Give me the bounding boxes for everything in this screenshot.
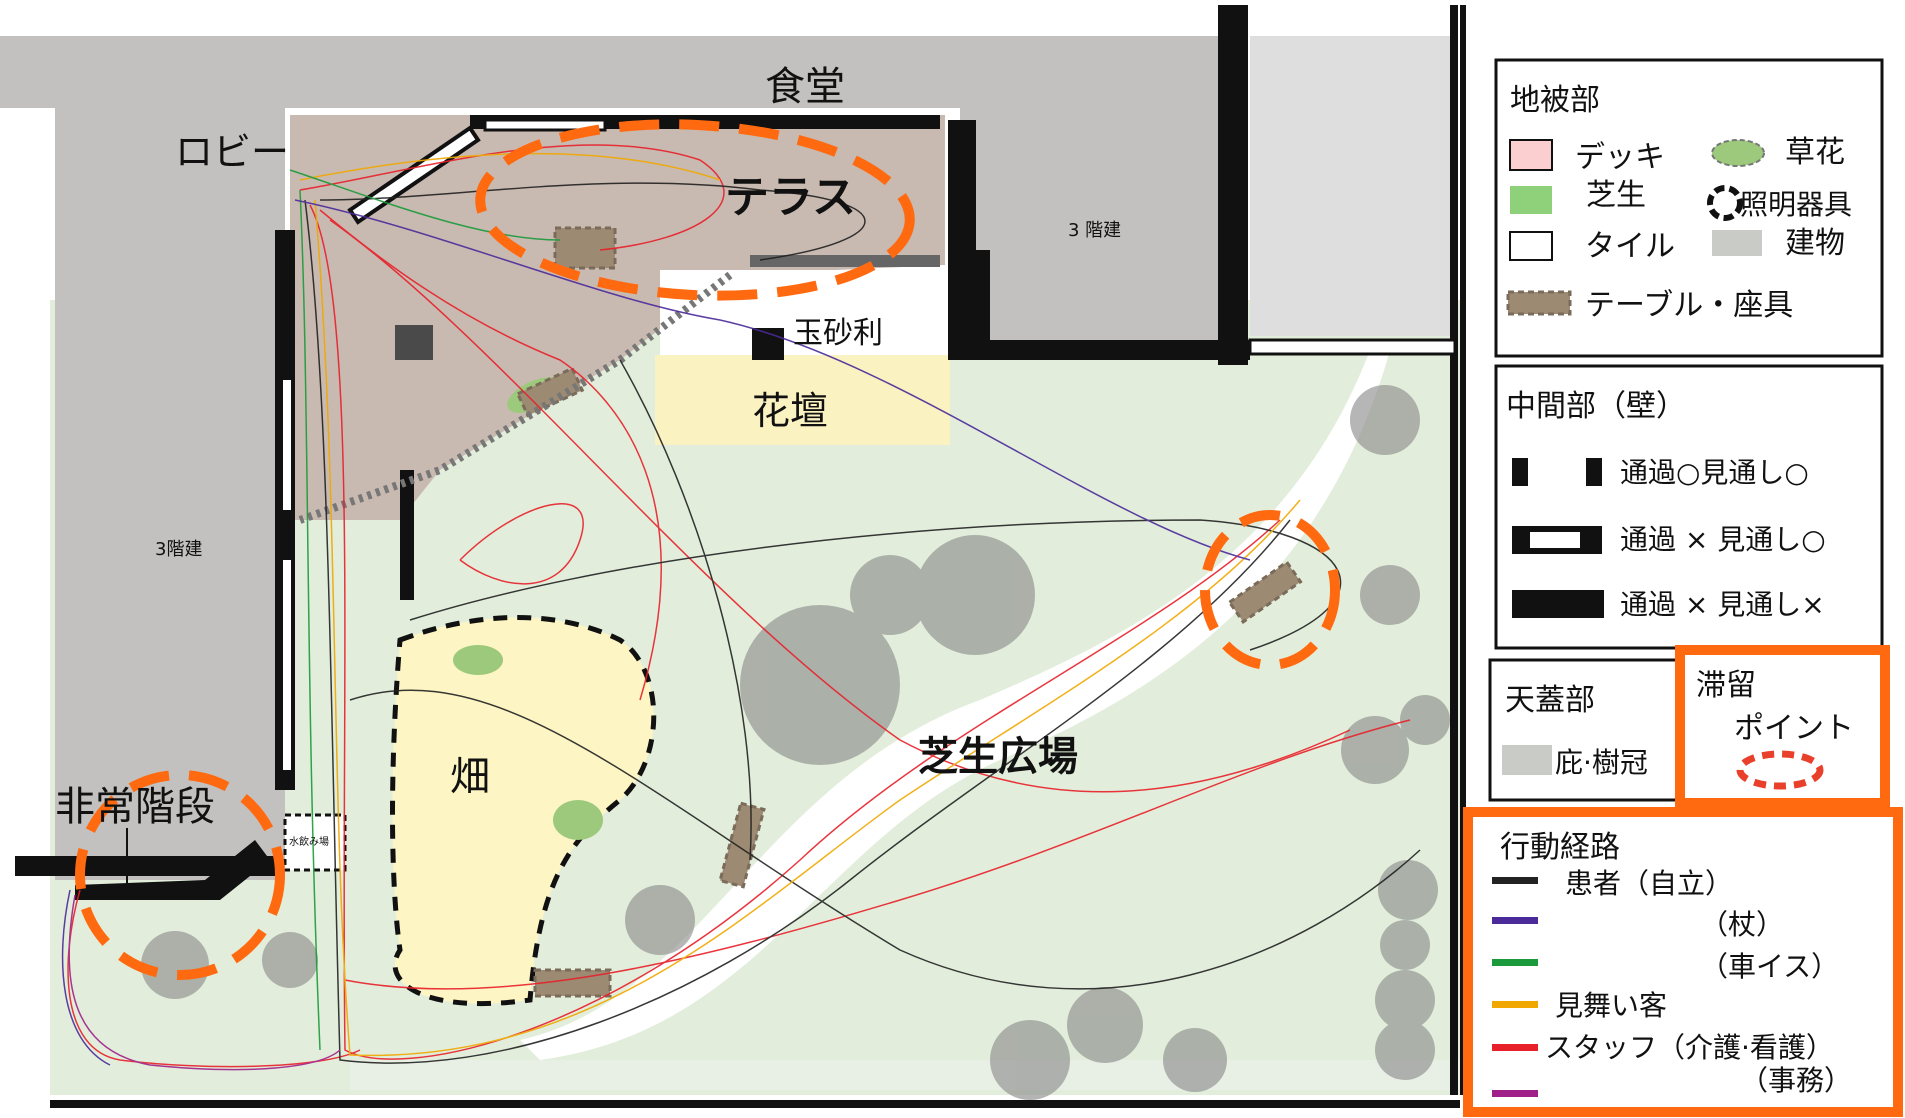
building-swatch bbox=[1712, 230, 1762, 256]
legend-lighting: 照明器具 bbox=[1740, 188, 1852, 221]
label-water-fountain: 水飲み場 bbox=[289, 835, 329, 848]
stay-point-lawn bbox=[1200, 510, 1340, 670]
legend-stay: 滞留 ポイント bbox=[1675, 645, 1890, 808]
deck-swatch bbox=[1509, 139, 1553, 171]
stay-point-swatch bbox=[1736, 750, 1824, 790]
tree-canopies bbox=[141, 385, 1450, 1100]
label-lobby: ロビー bbox=[175, 130, 289, 174]
route-label-4: スタッフ（介護·看護） bbox=[1545, 1031, 1834, 1064]
wall-open-swatch-b bbox=[1586, 458, 1602, 486]
tile-swatch bbox=[1509, 231, 1553, 261]
terrace-deck bbox=[290, 115, 945, 520]
legend-routes-title: 行動経路 bbox=[1500, 830, 1620, 865]
route-swatch-5 bbox=[1492, 1090, 1538, 1097]
label-gravel: 玉砂利 bbox=[793, 316, 883, 351]
flowers-swatch bbox=[1711, 139, 1765, 167]
label-emergency-stairs: 非常階段 bbox=[55, 784, 215, 830]
wall-solid-swatch bbox=[1512, 590, 1604, 618]
legend-ground-title: 地被部 bbox=[1510, 83, 1600, 118]
route-label-3: 見舞い客 bbox=[1555, 989, 1667, 1022]
route-swatch-4 bbox=[1492, 1044, 1538, 1051]
route-swatch-1 bbox=[1492, 917, 1538, 924]
lobby-pillar bbox=[395, 325, 433, 360]
route-swatch-2 bbox=[1492, 959, 1538, 966]
stay-points bbox=[75, 119, 1340, 980]
legend-wall-row3: 通過 × 見通し× bbox=[1620, 588, 1825, 621]
route-label-2: （車イス） bbox=[1700, 950, 1839, 983]
legend-stay-title: 滞留 bbox=[1696, 668, 1756, 703]
route-label-5: （事務） bbox=[1740, 1064, 1852, 1097]
legend-lawn: 芝生 bbox=[1586, 178, 1646, 213]
building-three-story bbox=[960, 100, 1230, 345]
lawn-swatch bbox=[1510, 186, 1552, 214]
label-field: 畑 bbox=[450, 754, 490, 800]
wall-open-swatch-a bbox=[1512, 458, 1528, 486]
legend-wall-title: 中間部（壁） bbox=[1506, 389, 1686, 424]
furniture-swatch bbox=[1506, 290, 1572, 316]
legend-wall-row1: 通過○見通し○ bbox=[1620, 456, 1809, 489]
stay-point-stairs bbox=[75, 770, 285, 980]
legend-ground: 地被部 デッキ 草花 芝生 照明器具 タイル 建物 テーブル・座具 bbox=[1494, 58, 1884, 358]
legend-wall-row2: 通過 × 見通し○ bbox=[1620, 523, 1826, 556]
route-swatch-3 bbox=[1492, 1001, 1538, 1008]
legend-flowers: 草花 bbox=[1785, 135, 1845, 170]
legend-canopy: 天蓋部 庇·樹冠 bbox=[1488, 658, 1682, 802]
label-flowerbed: 花壇 bbox=[752, 389, 828, 433]
legend-canopy-title: 天蓋部 bbox=[1505, 683, 1595, 718]
legend-building: 建物 bbox=[1785, 226, 1845, 261]
legend-deck: デッキ bbox=[1575, 140, 1665, 175]
building-upper-right bbox=[1250, 36, 1450, 336]
legend-tile: タイル bbox=[1585, 229, 1675, 264]
wall-window-glass bbox=[1530, 532, 1580, 548]
legend-stay-point: ポイント bbox=[1734, 711, 1854, 746]
flowerbed-area bbox=[655, 355, 950, 445]
route-swatch-0 bbox=[1492, 877, 1538, 884]
legend-wall: 中間部（壁） 通過○見通し○ 通過 × 見通し○ 通過 × 見通し× bbox=[1494, 364, 1884, 650]
field-area bbox=[390, 615, 657, 1006]
label-three-story-right: 3 階建 bbox=[1068, 220, 1121, 241]
movement-routes bbox=[61, 144, 1421, 1071]
building-left bbox=[55, 100, 285, 880]
bottom-strip bbox=[350, 1060, 1460, 1090]
label-lawn-plaza: 芝生広場 bbox=[918, 734, 1078, 780]
building-top bbox=[0, 36, 1240, 108]
label-terrace: テラス bbox=[725, 172, 856, 223]
legend-eaves: 庇·樹冠 bbox=[1555, 746, 1648, 779]
canopy-swatch bbox=[1502, 745, 1552, 775]
label-dining: 食堂 bbox=[765, 64, 845, 110]
label-three-story-left: 3階建 bbox=[155, 539, 202, 560]
route-label-1: （杖） bbox=[1700, 908, 1784, 941]
deck-edge bbox=[298, 271, 733, 524]
route-label-0: 患者（自立） bbox=[1565, 867, 1733, 900]
lighting-icon bbox=[1707, 185, 1743, 221]
stay-point-terrace bbox=[475, 119, 915, 301]
legend-furniture: テーブル・座具 bbox=[1585, 288, 1793, 323]
